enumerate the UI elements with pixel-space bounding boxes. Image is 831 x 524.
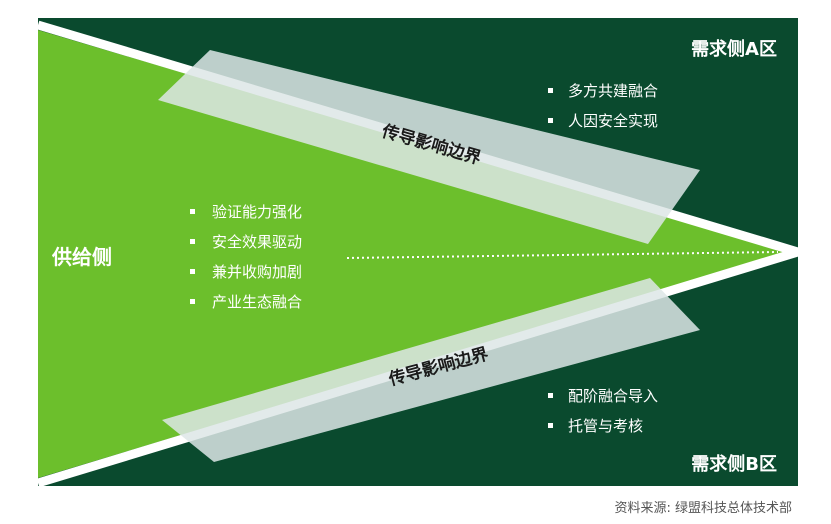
bullet-marker [548, 393, 553, 398]
demand-b-bullet-list: 配阶融合导入 托管与考核 [548, 387, 658, 435]
demand-b-bullet-2: 托管与考核 [568, 417, 643, 435]
demand-a-title: 需求侧A区 [691, 38, 777, 60]
bullet-marker [548, 118, 553, 123]
bullet-marker [548, 423, 553, 428]
supply-bullet-3: 兼并收购加剧 [212, 263, 302, 281]
demand-a-bullet-1: 多方共建融合 [568, 82, 658, 100]
demand-b-bullet-1: 配阶融合导入 [568, 387, 658, 405]
bottom-boundary-band [162, 278, 700, 462]
bullet-marker [190, 269, 195, 274]
demand-b-title: 需求侧B区 [691, 453, 777, 475]
center-dotted-line [346, 251, 779, 259]
top-boundary-band [158, 50, 700, 244]
bullet-marker [548, 88, 553, 93]
bullet-marker [190, 299, 195, 304]
supply-wedge [38, 30, 790, 478]
supply-bullet-4: 产业生态融合 [212, 293, 302, 311]
demand-a-bullet-list: 多方共建融合 人因安全实现 [548, 82, 658, 130]
bullet-marker [190, 239, 195, 244]
supply-bullet-2: 安全效果驱动 [212, 233, 302, 251]
bullet-marker [190, 209, 195, 214]
supply-bullet-list: 验证能力强化 安全效果驱动 兼并收购加剧 产业生态融合 [190, 203, 302, 311]
demand-a-bullet-2: 人因安全实现 [568, 112, 658, 130]
source-note: 资料来源: 绿盟科技总体技术部 [614, 501, 792, 516]
supply-side-title: 供给侧 [51, 245, 112, 269]
supply-bullet-1: 验证能力强化 [212, 203, 302, 221]
